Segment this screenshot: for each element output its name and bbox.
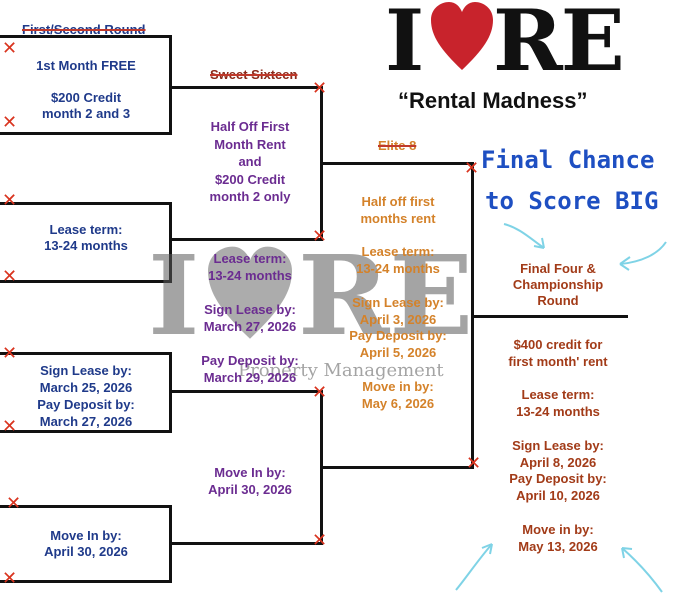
round1-offer-4: Move In by: April 30, 2026	[44, 528, 128, 559]
bracket-line	[0, 280, 172, 283]
x-mark-icon: ✕	[2, 112, 18, 133]
bracket-line	[169, 505, 172, 583]
watermark-heart-icon	[208, 246, 292, 339]
x-mark-icon: ✕	[2, 266, 18, 287]
final-chance-line1: Final Chance	[481, 146, 655, 174]
watermark-letters-re: RE	[298, 231, 474, 360]
round-title-sweet-sixteen: Sweet Sixteen	[210, 67, 298, 82]
x-mark-icon: ✕	[464, 158, 480, 179]
round2-offer-3: Move In by: April 30, 2026	[208, 465, 292, 497]
bracket-line	[323, 162, 473, 165]
tagline: “Rental Madness”	[398, 88, 588, 113]
x-mark-icon: ✕	[312, 226, 328, 247]
bracket-line	[320, 86, 323, 241]
round3-offer: Half off first months rent Lease term: 1…	[349, 194, 447, 411]
round1-offer-1: 1st Month FREE $200 Credit month 2 and 3	[36, 58, 136, 121]
bracket-line	[474, 315, 628, 318]
bracket-line	[172, 86, 322, 89]
round4-title: Final Four & Championship Round	[512, 261, 604, 308]
arrow-icon	[619, 241, 667, 271]
x-mark-icon: ✕	[312, 382, 328, 403]
final-chance-line2: to Score BIG	[485, 187, 659, 215]
watermark: I RE Property Management	[148, 236, 508, 406]
bracket-line	[0, 430, 172, 433]
logo-letter-i: I	[385, 0, 425, 90]
bracket-line	[0, 580, 172, 583]
round-title-first-second: First/Second Round	[22, 22, 146, 37]
arrow-icon	[621, 547, 663, 593]
bracket-line	[169, 352, 172, 433]
round2-offer-1: Half Off First Month Rent and $200 Credi…	[209, 119, 291, 204]
round1-offer-2: Lease term: 13-24 months	[44, 222, 128, 253]
x-mark-icon: ✕	[2, 38, 18, 59]
bracket-line	[0, 505, 172, 508]
x-mark-icon: ✕	[6, 493, 22, 514]
logo-letters-re: RE	[493, 0, 625, 90]
bracket-line	[0, 132, 172, 135]
bracket-line	[172, 390, 322, 393]
x-mark-icon: ✕	[2, 568, 18, 589]
round-title-elite-8: Elite 8	[378, 138, 417, 153]
bracket-line	[323, 466, 473, 469]
x-mark-icon: ✕	[2, 190, 18, 211]
x-mark-icon: ✕	[2, 343, 18, 364]
bracket-line	[172, 542, 322, 545]
bracket-line	[169, 202, 172, 283]
round1-offer-3: Sign Lease by: March 25, 2026 Pay Deposi…	[37, 363, 135, 429]
x-mark-icon: ✕	[2, 416, 18, 437]
bracket-line	[320, 390, 323, 545]
bracket-line	[0, 202, 172, 205]
heart-icon	[431, 2, 493, 70]
x-mark-icon: ✕	[312, 530, 328, 551]
watermark-subtitle: Property Management	[238, 360, 444, 381]
watermark-letter-i: I	[148, 231, 200, 360]
x-mark-icon: ✕	[466, 453, 482, 474]
round4-offer: $400 credit for first month' rent Lease …	[508, 337, 608, 554]
bracket-line	[0, 35, 172, 38]
arrow-icon	[503, 223, 545, 249]
logo: I RE	[385, 0, 665, 86]
bracket-line	[172, 238, 322, 241]
bracket-line	[0, 352, 172, 355]
arrow-icon	[455, 543, 493, 591]
bracket-line	[471, 162, 474, 469]
round2-offer-2: Lease term: 13-24 months Sign Lease by: …	[201, 251, 299, 385]
x-mark-icon: ✕	[312, 78, 328, 99]
bracket-line	[169, 35, 172, 135]
